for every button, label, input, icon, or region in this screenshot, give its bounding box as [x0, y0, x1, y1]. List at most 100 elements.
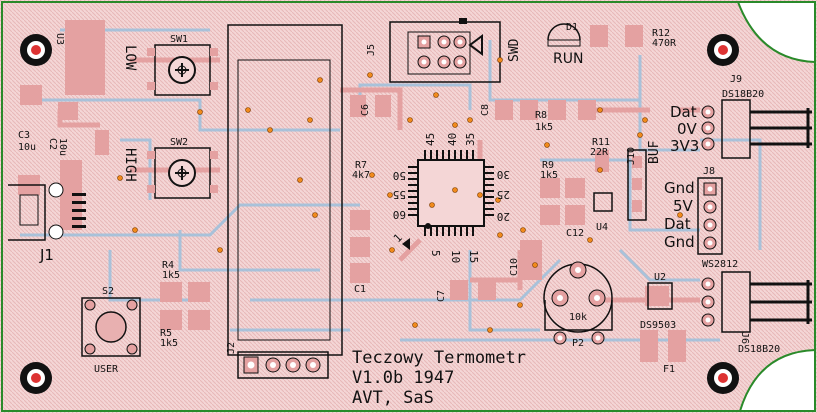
label-c3: C3	[18, 130, 30, 141]
j2-header	[237, 351, 329, 379]
title-line-3: AVT, SaS	[352, 388, 434, 408]
sw2-switch	[147, 147, 218, 199]
label-r12: R12	[652, 28, 670, 39]
label-user: USER	[94, 364, 119, 375]
sw1-switch	[147, 44, 218, 96]
label-r7-value: 4k7	[352, 170, 370, 181]
label-gnd: Gnd	[664, 179, 695, 197]
pin-20: 20	[497, 210, 510, 223]
label-j2: J2	[226, 342, 237, 354]
mounting-hole-top-left	[20, 34, 52, 66]
d1-led	[547, 23, 581, 47]
label-r5: R5	[160, 328, 172, 339]
pin-45: 45	[424, 133, 437, 146]
label-j8: J8	[703, 166, 715, 177]
label-3v3: 3V3	[670, 137, 699, 155]
label-sw2: SW2	[170, 137, 188, 148]
label-j1: J1	[39, 246, 54, 264]
label-u3: U3	[54, 33, 65, 45]
label-ds18b20-bottom: DS18B20	[738, 344, 780, 355]
s2-user-button	[81, 297, 141, 357]
label-c6: C6	[360, 104, 371, 116]
label-dat: Dat	[670, 103, 697, 121]
j5-swd-connector	[389, 18, 501, 83]
pin-50: 50	[393, 169, 406, 182]
label-c3-value: 10u	[18, 142, 36, 153]
pin-40: 40	[446, 133, 459, 146]
u2-outline	[647, 282, 673, 310]
label-r8-value: 1k5	[535, 122, 553, 133]
label-f1: F1	[663, 364, 675, 375]
label-run: RUN	[553, 51, 583, 67]
label-r9: R9	[542, 160, 554, 171]
corner-cutout-bottom-right	[738, 348, 816, 412]
label-r8: R8	[535, 110, 547, 121]
pin-55: 55	[393, 188, 406, 201]
label-s2: S2	[102, 286, 114, 297]
label-c12: C12	[566, 228, 584, 239]
label-0v: 0V	[677, 120, 698, 138]
u4-outline	[593, 192, 613, 212]
label-j10: J10	[626, 147, 637, 165]
mounting-hole-top-right	[707, 34, 739, 66]
title-line-2: V1.0b 1947	[352, 368, 454, 388]
label-r11: R11	[592, 137, 610, 148]
label-j6: J6	[739, 332, 750, 344]
label-u4: U4	[596, 222, 608, 233]
label-c2-value: 10u	[57, 138, 68, 156]
label-c10: C10	[509, 258, 520, 276]
label-j9: J9	[730, 74, 742, 85]
j10-buf-jumper	[627, 149, 647, 221]
ic-pin-numbers: 45 40 35 30 25 20 50 55 60 1 5 10 15	[391, 133, 510, 264]
label-j5: J5	[366, 44, 377, 56]
mounting-holes	[20, 34, 739, 394]
label-buf: BUF	[647, 140, 662, 164]
j6-connector	[701, 271, 812, 333]
pin-35: 35	[464, 133, 477, 146]
label-gnd2: Gnd	[664, 233, 695, 251]
title-block: Teczowy Termometr V1.0b 1947 AVT, SaS	[352, 348, 526, 408]
label-ds18b20-top: DS18B20	[722, 89, 764, 100]
vias	[117, 57, 683, 333]
label-c7: C7	[436, 290, 447, 302]
label-low: LOW	[122, 45, 138, 71]
label-r5-value: 1k5	[160, 338, 178, 349]
j8-connector	[697, 177, 723, 255]
module-inner-outline	[237, 59, 331, 341]
mounting-hole-bottom-right	[707, 362, 739, 394]
module-outline	[227, 24, 343, 356]
mounting-hole-bottom-left	[20, 362, 52, 394]
j9-connector	[701, 99, 812, 159]
label-ds9503: DS9503	[640, 320, 676, 331]
pin-10: 10	[449, 250, 462, 263]
copper-pads	[18, 20, 686, 362]
label-c8: C8	[480, 104, 491, 116]
label-5v: 5V	[673, 197, 694, 215]
label-r7: R7	[355, 160, 367, 171]
pin-5: 5	[429, 250, 442, 257]
pin-15: 15	[467, 250, 480, 263]
pin-25: 25	[497, 188, 510, 201]
label-swd: SWD	[507, 38, 522, 62]
silkscreen-labels: U3 SW1 SW2 LOW HIGH C3 10u C2 10u J1 S2 …	[18, 22, 780, 375]
corner-cutout-top-right	[736, 1, 816, 64]
label-c2: C2	[47, 138, 58, 150]
title-line-1: Teczowy Termometr	[352, 348, 526, 368]
label-p2-value: 10k	[569, 312, 587, 323]
label-r4: R4	[162, 260, 174, 271]
label-d1: D1	[566, 22, 578, 33]
j1-usb-connector	[8, 182, 86, 241]
label-r12-value: 470R	[652, 38, 677, 49]
label-c1: C1	[354, 284, 366, 295]
label-dat2: Dat	[664, 215, 691, 233]
pin-60: 60	[393, 208, 406, 221]
label-p2: P2	[572, 338, 584, 349]
pin-30: 30	[497, 168, 510, 181]
label-r9-value: 1k5	[540, 170, 558, 181]
p2-potentiometer	[543, 261, 613, 345]
label-high: HIGH	[122, 148, 138, 182]
label-ws2812: WS2812	[702, 259, 738, 270]
main-mcu-qfp	[402, 150, 494, 250]
